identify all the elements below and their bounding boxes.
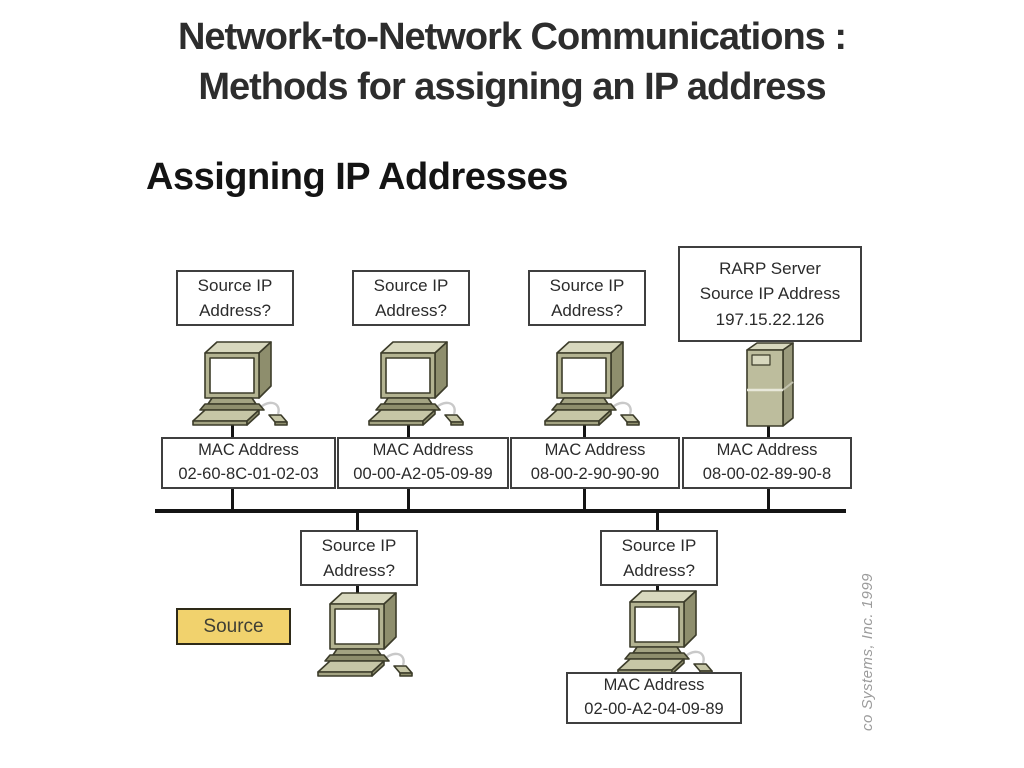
connector-line: [230, 485, 234, 510]
mac-value: 02-60-8C-01-02-03: [178, 465, 319, 483]
connector-line: [355, 582, 359, 596]
label-line: Source IP: [321, 535, 397, 555]
source-ip-label-box-bottom-1: Source IP Address?: [300, 530, 418, 586]
mac-value: 02-00-A2-04-09-89: [584, 700, 724, 718]
workstation-icon: [361, 337, 471, 429]
diagram-heading: Assigning IP Addresses: [146, 156, 568, 198]
label-line: Address?: [551, 301, 623, 320]
tower-server-icon: [733, 338, 803, 430]
mac-value: 08-00-02-89-90-8: [702, 465, 832, 483]
mac-label: MAC Address: [716, 441, 818, 460]
label-line: Source IP: [197, 275, 273, 295]
mac-address-box-1: MAC Address 02-60-8C-01-02-03: [161, 437, 336, 489]
mac-label: MAC Address: [603, 676, 705, 695]
label-line: Address?: [323, 561, 395, 580]
connector-line: [582, 485, 586, 510]
mac-value: 08-00-2-90-90-90: [530, 465, 660, 483]
connector-line: [406, 485, 410, 510]
mac-address-box-4: MAC Address 08-00-02-89-90-8: [682, 437, 852, 489]
connector-line: [655, 582, 659, 596]
label-line: Address?: [623, 561, 695, 580]
source-ip-label-box-bottom-2: Source IP Address?: [600, 530, 718, 586]
network-bus-line: [155, 509, 846, 513]
mac-value: 00-00-A2-05-09-89: [353, 465, 493, 483]
workstation-icon: [610, 586, 720, 678]
slide-title: Network-to-Network Communications : Meth…: [0, 12, 1024, 112]
source-ip-label-box-3: Source IP Address?: [528, 270, 646, 326]
source-ip-label-box-1: Source IP Address?: [176, 270, 294, 326]
label-line: Address?: [199, 301, 271, 320]
mac-address-box-bottom: MAC Address 02-00-A2-04-09-89: [566, 672, 742, 724]
mac-address-box-2: MAC Address 00-00-A2-05-09-89: [337, 437, 509, 489]
label-line: Address?: [375, 301, 447, 320]
connector-line: [355, 513, 359, 531]
mac-address-box-3: MAC Address 08-00-2-90-90-90: [510, 437, 680, 489]
source-tag: Source: [176, 608, 291, 645]
workstation-icon: [185, 337, 295, 429]
mac-label: MAC Address: [198, 441, 299, 460]
connector-line: [655, 513, 659, 531]
label-line: Source IP: [549, 275, 625, 295]
label-line: Source IP: [373, 275, 449, 295]
source-ip-label-box-2: Source IP Address?: [352, 270, 470, 326]
slide-title-line1: Network-to-Network Communications :: [177, 16, 847, 58]
mac-label: MAC Address: [544, 441, 646, 460]
slide-title-line2: Methods for assigning an IP address: [198, 66, 826, 108]
rarp-server-label-box: RARP Server Source IP Address 197.15.22.…: [678, 246, 862, 342]
connector-line: [766, 485, 770, 510]
copyright-text: co Systems, Inc. 1999: [859, 572, 876, 732]
label-line: RARP Server: [719, 258, 821, 278]
label-line: 197.15.22.126: [715, 309, 825, 329]
workstation-icon: [310, 588, 420, 680]
label-line: Source IP Address: [699, 284, 841, 304]
label-line: Source IP: [621, 535, 697, 555]
workstation-icon: [537, 337, 647, 429]
mac-label: MAC Address: [372, 441, 474, 460]
